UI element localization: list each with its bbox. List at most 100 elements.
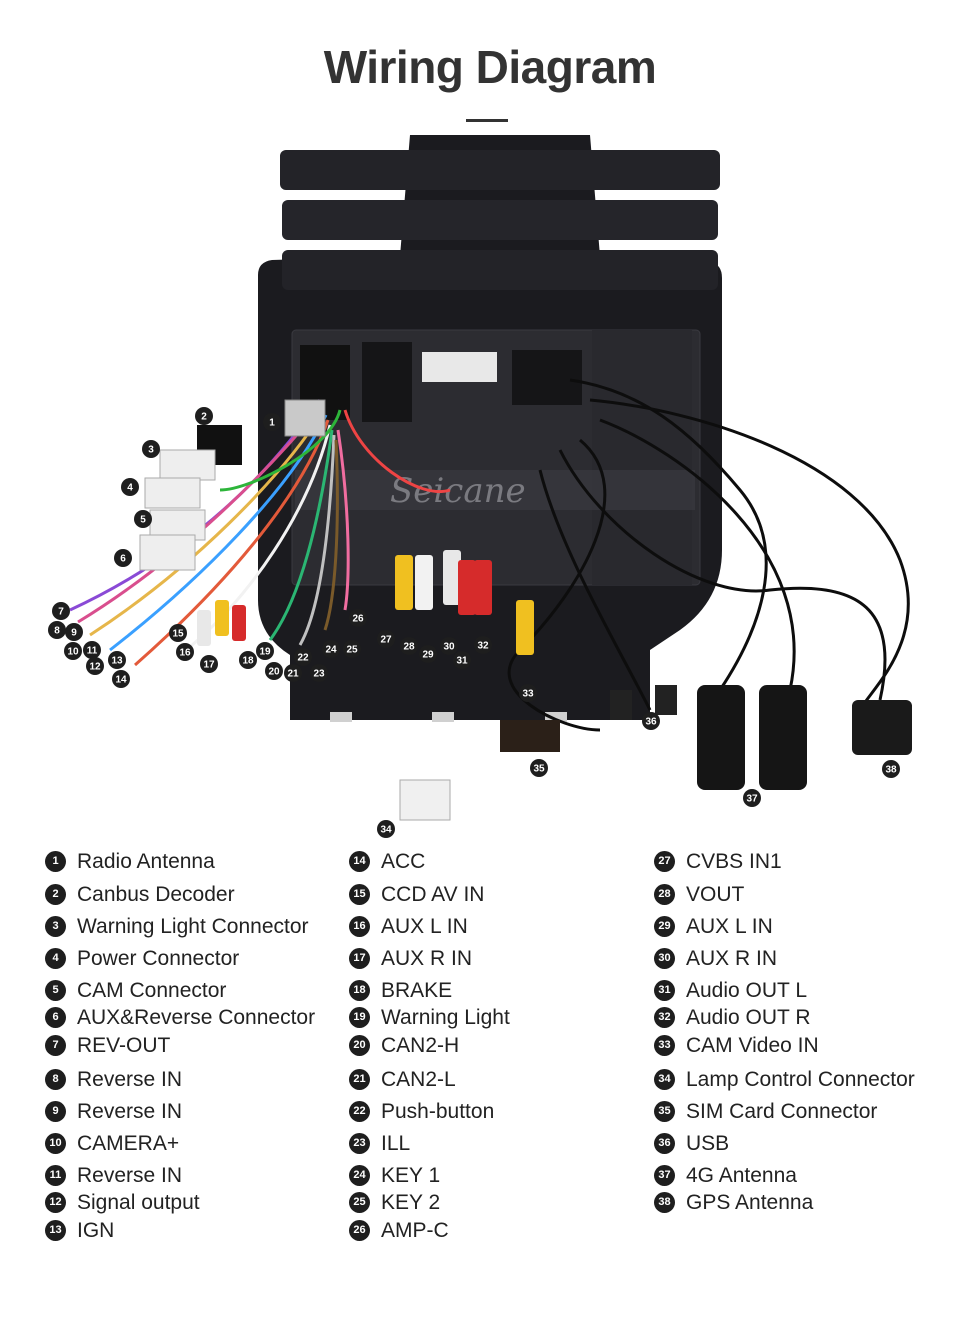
legend-number-badge: 16 bbox=[349, 916, 370, 937]
callout-circle bbox=[239, 651, 257, 669]
callout-circle bbox=[440, 637, 458, 655]
legend-label: USB bbox=[686, 1132, 730, 1155]
callout-number: 8 bbox=[54, 626, 60, 637]
callout-circle bbox=[86, 657, 104, 675]
legend-label: Signal output bbox=[77, 1191, 200, 1214]
legend-label: CAMERA+ bbox=[77, 1132, 180, 1155]
legend-label: Reverse IN bbox=[77, 1164, 183, 1187]
callout-number: 35 bbox=[533, 764, 545, 775]
legend-label: BRAKE bbox=[381, 979, 453, 1002]
callout-number: 5 bbox=[140, 515, 146, 526]
callout-circle bbox=[265, 662, 283, 680]
legend-label: Power Connector bbox=[77, 947, 240, 970]
callout-circle bbox=[142, 440, 160, 458]
legend-item: 12 Signal output bbox=[45, 1192, 200, 1213]
callout-number: 32 bbox=[477, 641, 489, 652]
callout-number: 23 bbox=[313, 669, 325, 680]
legend-number-badge: 1 bbox=[45, 851, 66, 872]
legend-number-badge: 19 bbox=[349, 1007, 370, 1028]
callout-circle bbox=[294, 648, 312, 666]
legend-item: 10 CAMERA+ bbox=[45, 1133, 179, 1154]
connectors bbox=[139, 399, 677, 821]
legend-number-badge: 32 bbox=[654, 1007, 675, 1028]
callout-number: 24 bbox=[325, 645, 337, 656]
legend-label: 4G Antenna bbox=[686, 1164, 797, 1187]
callout-number: 3 bbox=[148, 445, 154, 456]
legend-label: AUX R IN bbox=[381, 947, 473, 970]
callout-circle bbox=[882, 760, 900, 778]
harness-wires bbox=[69, 399, 451, 667]
rca-plugs bbox=[197, 550, 534, 655]
antennas bbox=[697, 685, 912, 790]
callout-circle bbox=[343, 640, 361, 658]
legend-number-badge: 26 bbox=[349, 1220, 370, 1241]
legend-label: IGN bbox=[77, 1219, 115, 1242]
callout-circle bbox=[112, 670, 130, 688]
callout-circle bbox=[377, 820, 395, 838]
callout-number: 36 bbox=[645, 717, 657, 728]
legend-label: Radio Antenna bbox=[77, 850, 215, 873]
callout-number: 11 bbox=[87, 646, 98, 657]
legend-label: Warning Light Connector bbox=[77, 915, 309, 938]
callout-circle bbox=[322, 640, 340, 658]
legend-label: SIM Card Connector bbox=[686, 1100, 878, 1123]
legend-number-badge: 28 bbox=[654, 884, 675, 905]
legend-label: Reverse IN bbox=[77, 1068, 183, 1091]
callout-circle bbox=[256, 642, 274, 660]
legend-number-badge: 34 bbox=[654, 1069, 675, 1090]
callout-circle bbox=[195, 407, 213, 425]
legend-number-badge: 9 bbox=[45, 1101, 66, 1122]
legend-number-badge: 37 bbox=[654, 1165, 675, 1186]
legend-label: CAM Video IN bbox=[686, 1034, 819, 1057]
callout-number: 33 bbox=[522, 689, 534, 700]
callout-number: 21 bbox=[287, 669, 299, 680]
callout-number: 13 bbox=[111, 656, 123, 667]
legend-number-badge: 7 bbox=[45, 1035, 66, 1056]
legend-number-badge: 2 bbox=[45, 884, 66, 905]
callout-circle bbox=[52, 602, 70, 620]
title-underline bbox=[466, 119, 508, 122]
callout-number: 19 bbox=[259, 647, 271, 658]
legend-number-badge: 10 bbox=[45, 1133, 66, 1154]
legend-label: AUX R IN bbox=[686, 947, 778, 970]
legend-label: ILL bbox=[381, 1132, 411, 1155]
callout-number: 25 bbox=[346, 645, 358, 656]
callout-number: 34 bbox=[380, 825, 392, 836]
legend-number-badge: 12 bbox=[45, 1192, 66, 1213]
legend-number-badge: 6 bbox=[45, 1007, 66, 1028]
legend-item: 36 USB bbox=[654, 1133, 729, 1154]
callout-circle bbox=[377, 630, 395, 648]
callout-circle bbox=[83, 641, 101, 659]
callout-circle bbox=[642, 712, 660, 730]
callout-circle bbox=[48, 621, 66, 639]
callout-circle bbox=[169, 624, 187, 642]
callout-number: 6 bbox=[120, 554, 126, 565]
callout-number: 7 bbox=[58, 607, 64, 618]
legend-number-badge: 36 bbox=[654, 1133, 675, 1154]
callout-number: 27 bbox=[380, 635, 392, 646]
legend-label: CAN2-H bbox=[381, 1034, 460, 1057]
callout-number: 16 bbox=[179, 648, 191, 659]
legend-label: KEY 2 bbox=[381, 1191, 441, 1214]
antenna-cables bbox=[507, 378, 910, 732]
callout-number: 9 bbox=[71, 628, 77, 639]
